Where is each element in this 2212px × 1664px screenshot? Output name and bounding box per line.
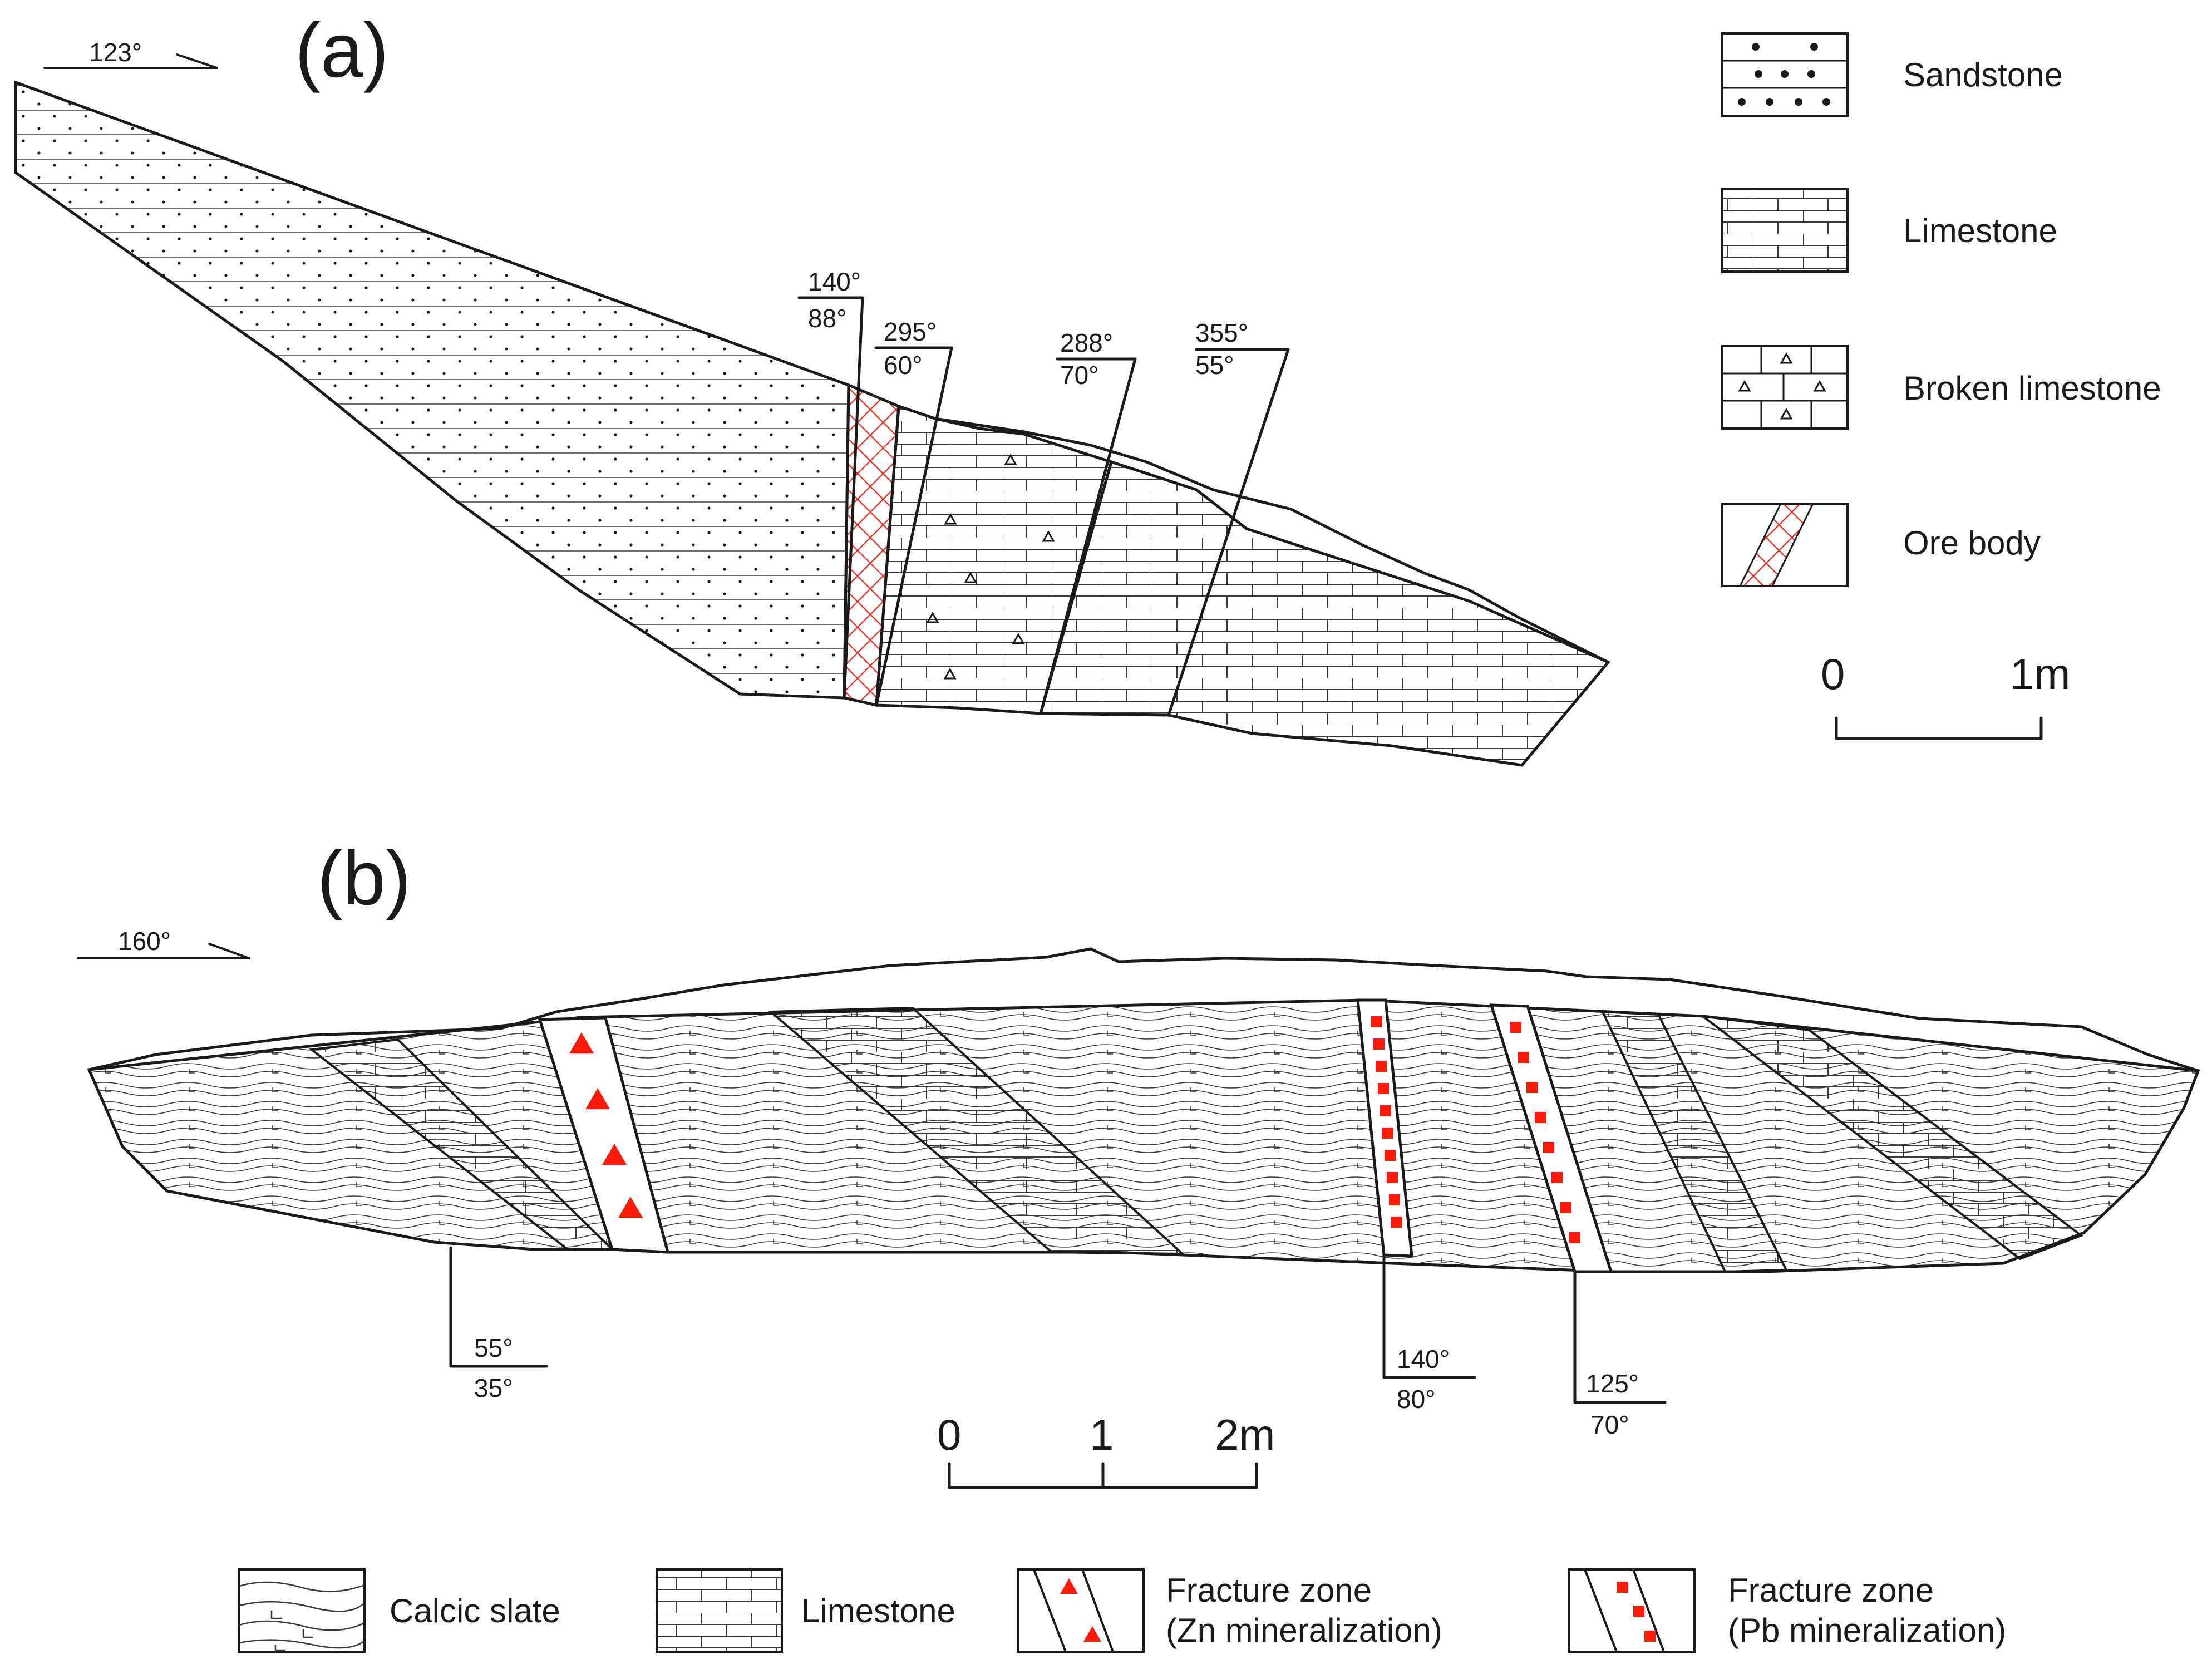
- legend-calcic-slate: Calcic slate: [238, 1568, 560, 1653]
- panel-b: (b) 160°: [77, 835, 2200, 1653]
- svg-text:Fracture zone: Fracture zone: [1728, 1572, 1934, 1609]
- scale-bar-b: 0 1 2m: [937, 1410, 1275, 1489]
- panel-b-label: (b): [317, 835, 411, 921]
- zn-mineralization-markers: [569, 1032, 643, 1218]
- svg-text:88°: 88°: [808, 304, 847, 333]
- legend-limestone-a: Limestone: [1721, 188, 2057, 273]
- sandstone-unit: [14, 80, 850, 700]
- svg-text:Limestone: Limestone: [801, 1592, 955, 1629]
- svg-text:Broken limestone: Broken limestone: [1903, 370, 2161, 407]
- svg-text:Sandstone: Sandstone: [1903, 56, 2063, 93]
- svg-text:70°: 70°: [1590, 1410, 1629, 1439]
- legend-limestone-b: Limestone: [656, 1568, 955, 1653]
- ground-surface-b: [87, 947, 2200, 1072]
- legend-b: Calcic slate Limestone Fracture zone (Zn…: [238, 1568, 2006, 1653]
- svg-text:Calcic slate: Calcic slate: [390, 1592, 560, 1629]
- attitude-a4: 355° 55°: [1167, 318, 1290, 717]
- panel-a: (a) 123° 140° 88°: [14, 8, 2161, 767]
- panel-a-label: (a): [295, 8, 389, 93]
- legend-fracture-pb: Fracture zone (Pb mineralization): [1568, 1568, 2006, 1653]
- direction-b-label: 160°: [118, 927, 171, 956]
- svg-text:80°: 80°: [1397, 1385, 1436, 1414]
- svg-text:Limestone: Limestone: [1903, 212, 2057, 249]
- direction-a-label: 123°: [89, 38, 142, 67]
- svg-text:140°: 140°: [808, 267, 861, 296]
- scale-bar-a: 0 1m: [1821, 649, 2070, 740]
- limestone-band-b4: [1698, 1015, 2084, 1261]
- direction-arrow-a: 123°: [43, 38, 218, 69]
- svg-text:55°: 55°: [1195, 351, 1234, 380]
- legend-ore-body: Ore body: [1721, 503, 2041, 587]
- legend-fracture-zn: Fracture zone (Zn mineralization): [1017, 1568, 1442, 1653]
- ground-surface-a: [933, 417, 1610, 664]
- svg-text:35°: 35°: [474, 1373, 513, 1402]
- legend-a: Sandstone Limestone: [1721, 32, 2161, 587]
- svg-text:0: 0: [1821, 649, 1845, 698]
- svg-text:0: 0: [937, 1410, 961, 1459]
- fracture-zone-pb-2: [1489, 1003, 1613, 1273]
- legend-broken-limestone: Broken limestone: [1721, 345, 2161, 430]
- svg-text:70°: 70°: [1060, 361, 1099, 390]
- svg-text:1: 1: [1090, 1410, 1114, 1459]
- attitude-a1: 140° 88°: [797, 267, 864, 700]
- attitude-b1: 55° 35°: [449, 1246, 548, 1402]
- attitude-b2: 140° 80°: [1382, 1253, 1476, 1414]
- limestone-band-b3: [1600, 1010, 1789, 1273]
- legend-sandstone: Sandstone: [1721, 32, 2063, 117]
- limestone-band-b2: [767, 1006, 1186, 1256]
- svg-text:60°: 60°: [884, 351, 923, 380]
- svg-text:140°: 140°: [1397, 1345, 1450, 1373]
- fracture-zone-zn: [538, 1016, 670, 1254]
- direction-arrow-b: 160°: [77, 927, 250, 959]
- pb-mineralization-markers-1: [1371, 1016, 1402, 1228]
- svg-text:1m: 1m: [2010, 649, 2070, 698]
- svg-text:288°: 288°: [1060, 328, 1113, 357]
- svg-text:Ore body: Ore body: [1903, 524, 2041, 562]
- svg-text:Fracture zone: Fracture zone: [1166, 1572, 1372, 1609]
- broken-limestone-triangles: [926, 453, 1055, 680]
- svg-text:(Zn mineralization): (Zn mineralization): [1166, 1612, 1442, 1649]
- attitude-a3: 288° 70°: [1039, 328, 1137, 715]
- attitude-a2: 295° 60°: [874, 317, 953, 707]
- pb-mineralization-markers-2: [1510, 1022, 1580, 1243]
- svg-text:125°: 125°: [1586, 1369, 1639, 1398]
- attitude-b3: 125° 70°: [1573, 1270, 1667, 1439]
- limestone-unit: [1038, 460, 1611, 767]
- svg-text:295°: 295°: [884, 317, 937, 346]
- svg-text:55°: 55°: [474, 1333, 513, 1362]
- svg-text:(Pb mineralization): (Pb mineralization): [1728, 1612, 2006, 1649]
- svg-text:2m: 2m: [1215, 1410, 1275, 1459]
- svg-text:355°: 355°: [1195, 318, 1248, 347]
